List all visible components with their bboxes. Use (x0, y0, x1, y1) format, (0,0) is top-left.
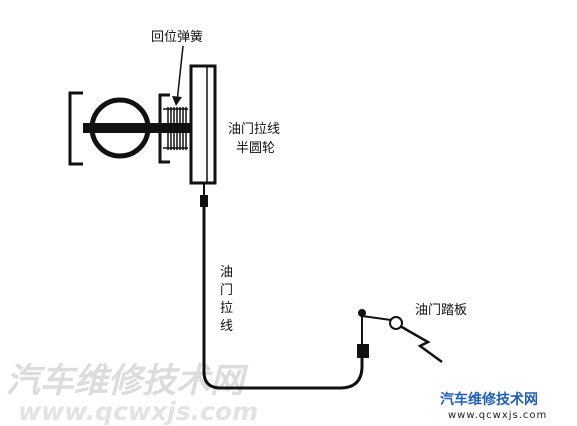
label-throttle-cable-char-2: 门 (220, 283, 233, 298)
brand-site-name: 汽车维修技术网 (440, 391, 538, 408)
label-throttle-cable-pulley-line1: 油门拉线 (228, 122, 280, 137)
watermark-site-name: 汽车维修技术网 (6, 361, 249, 401)
label-return-spring: 回位弹簧 (151, 29, 203, 45)
watermark-url: www.qcwxjs.com (18, 397, 258, 426)
throttle-shaft (83, 123, 191, 133)
return-spring-pointer (176, 45, 184, 103)
label-throttle-cable-vertical: 油 门 拉 线 (220, 265, 233, 334)
return-spring-coils (163, 107, 188, 150)
pedal-lever (399, 324, 443, 364)
throttle-body-assembly (68, 45, 217, 207)
label-accelerator-pedal: 油门踏板 (415, 303, 467, 318)
label-throttle-cable-char-1: 油 (220, 265, 233, 280)
brand-mark: 汽车维修技术网 www.qcwxjs.com (440, 391, 547, 421)
accelerator-pedal-assembly (357, 309, 443, 364)
throttle-cable (202, 207, 364, 390)
throttle-bore-bracket (68, 91, 83, 166)
return-spring-arrowhead (172, 96, 182, 106)
pedal-pivot-dot (358, 309, 366, 317)
label-throttle-cable-char-3: 拉 (220, 301, 233, 316)
background-watermark: 汽车维修技术网 www.qcwxjs.com (6, 361, 258, 426)
cable-upper-ferrule (200, 195, 208, 207)
throttle-cable-pulley (189, 64, 217, 185)
label-throttle-cable-pulley-line2: 半圆轮 (236, 141, 275, 156)
label-throttle-cable-char-4: 线 (220, 319, 233, 334)
cable-lower-ferrule (357, 344, 369, 358)
pedal-arm (361, 315, 392, 321)
brand-url: www.qcwxjs.com (448, 410, 547, 421)
spring-housing (158, 93, 170, 164)
pedal-pivot (389, 316, 403, 330)
